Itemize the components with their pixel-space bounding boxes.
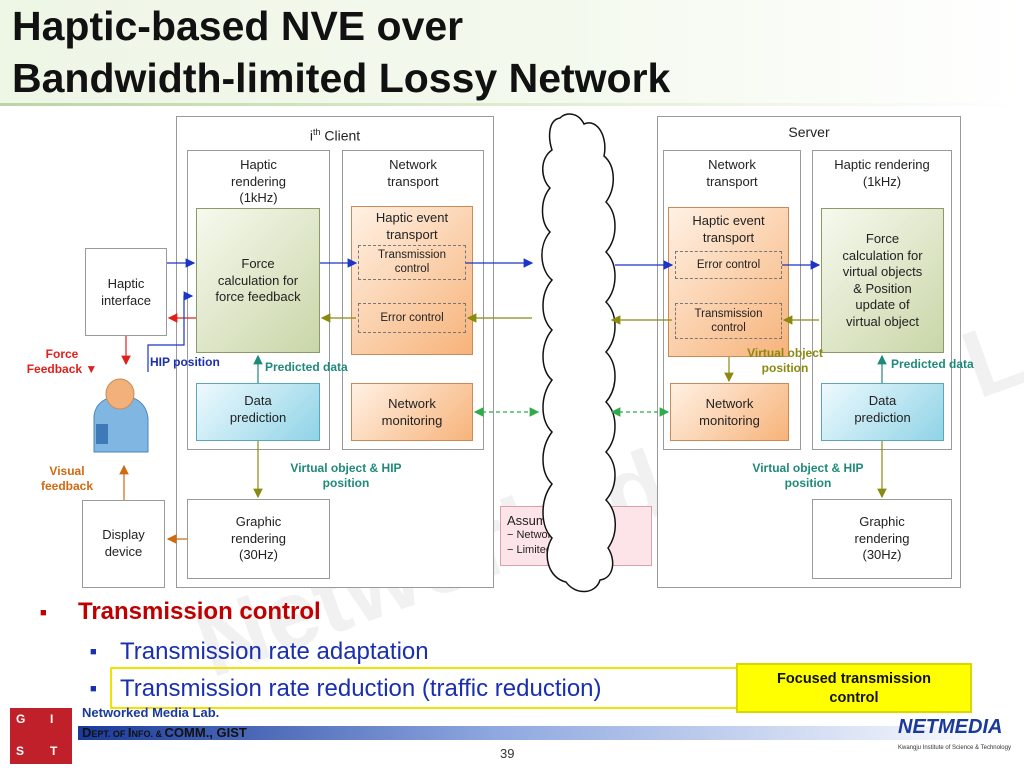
bullet-main: Transmission control bbox=[78, 598, 321, 625]
client-error-control bbox=[358, 303, 466, 333]
client-data-prediction bbox=[196, 383, 320, 441]
bullet-sub2: Transmission rate reduction (traffic red… bbox=[120, 675, 602, 702]
title-band bbox=[0, 0, 1024, 106]
user-icon bbox=[93, 378, 149, 453]
server-header: Server bbox=[788, 124, 830, 140]
bullet-marker-sub2: ■ bbox=[90, 683, 97, 695]
netmedia-subtitle: Kwangju Institute of Science & Technolog… bbox=[898, 745, 1011, 751]
page-number: 39 bbox=[500, 746, 515, 761]
server-haptic-event-transport bbox=[668, 207, 789, 357]
hip-position-label: HIP position bbox=[150, 355, 220, 369]
haptic-interface bbox=[85, 248, 167, 336]
slide-title: Haptic-based NVE over Bandwidth-limited … bbox=[12, 3, 671, 101]
server-error-control-label: Error control bbox=[696, 259, 761, 271]
server-haptic-rendering-label: Haptic rendering(1kHz) bbox=[834, 157, 930, 189]
footer-dept: DEPT. OF INFO. & COMM., GIST bbox=[82, 725, 247, 740]
netmedia-logo: NETMEDIA bbox=[898, 716, 1003, 738]
client-transmission-control bbox=[358, 245, 466, 280]
footer-lab-name: Networked Media Lab. bbox=[82, 705, 220, 720]
network-cloud bbox=[541, 113, 616, 593]
client-network-monitoring bbox=[351, 383, 473, 441]
bullet-marker-sub1: ■ bbox=[90, 646, 97, 658]
footer-dept-bar bbox=[78, 726, 1008, 740]
server-graphic-rendering bbox=[812, 499, 952, 579]
server-force-calculation bbox=[821, 208, 944, 353]
bullet-marker-main: ■ bbox=[40, 607, 47, 619]
client-force-calculation bbox=[196, 208, 320, 353]
server-error-control bbox=[675, 251, 782, 279]
gist-logo: G I S T bbox=[10, 708, 72, 764]
server-data-prediction bbox=[821, 383, 944, 441]
display-device bbox=[82, 500, 165, 588]
client-haptic-event-transport bbox=[351, 206, 473, 355]
bullet-sub1: Transmission rate adaptation bbox=[120, 638, 429, 665]
server-transmission-control bbox=[675, 303, 782, 339]
predicted-data-server-label: Predicted data bbox=[891, 357, 974, 371]
predicted-data-client-label: Predicted data bbox=[265, 360, 348, 374]
client-error-control-label: Error control bbox=[380, 312, 444, 324]
force-feedback-label: Force Feedback ▼ bbox=[26, 347, 98, 376]
client-header: ith Client bbox=[309, 127, 361, 144]
client-graphic-rendering bbox=[187, 499, 330, 579]
server-network-monitoring bbox=[670, 383, 789, 441]
